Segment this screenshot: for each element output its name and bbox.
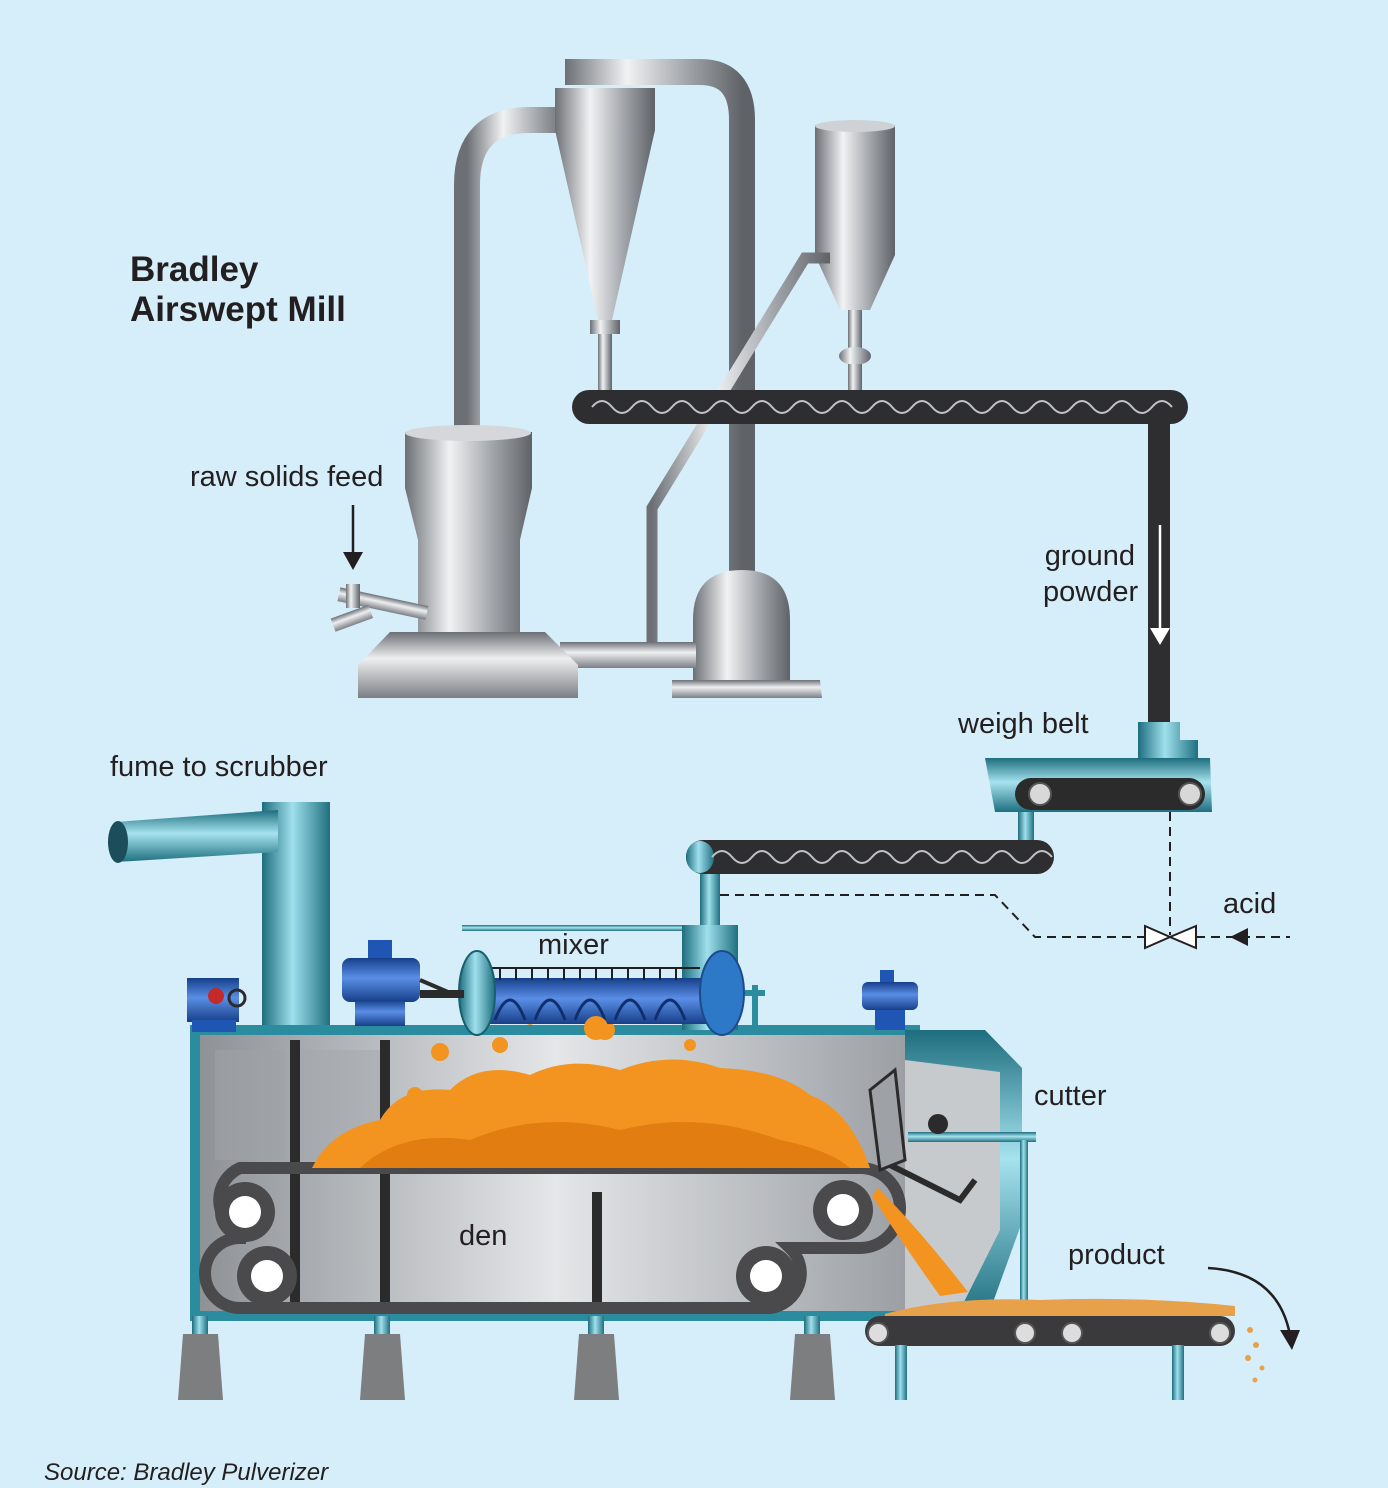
exhaust-fan xyxy=(672,570,822,698)
weigh-belt xyxy=(985,722,1212,844)
raw-feed-arrowhead xyxy=(343,552,363,570)
ground-powder-arrowhead xyxy=(1150,628,1170,645)
top-screw-conveyor xyxy=(572,390,1188,424)
label-den: den xyxy=(459,1220,508,1252)
cutter-assembly xyxy=(868,1067,1036,1330)
base-connecting-pipe xyxy=(560,642,696,668)
label-ground-powder: ground powder xyxy=(1043,538,1139,611)
title-line-2: Airswept Mill xyxy=(130,290,346,330)
additive-hopper xyxy=(815,120,895,392)
den-product-pile xyxy=(312,1015,870,1168)
mixer-drive-motor xyxy=(342,940,464,1026)
label-ground-powder-line-1: ground xyxy=(1044,540,1135,572)
recycle-pipe xyxy=(646,252,830,650)
label-product: product xyxy=(1068,1239,1165,1271)
label-fume-to-scrubber: fume to scrubber xyxy=(110,751,328,783)
label-weigh-belt: weigh belt xyxy=(958,708,1089,740)
label-mixer: mixer xyxy=(538,929,609,961)
acid-line xyxy=(720,812,1290,946)
product-out-arrow xyxy=(1207,1266,1292,1336)
lower-screw-conveyor xyxy=(686,840,1054,934)
airswept-mill xyxy=(330,425,578,698)
fume-stack xyxy=(108,802,330,1034)
label-raw-solids-feed: raw solids feed xyxy=(190,461,384,493)
product-conveyor xyxy=(865,1298,1265,1400)
gearbox xyxy=(187,978,247,1032)
label-ground-powder-line-2: powder xyxy=(1043,576,1139,609)
source-credit: Source: Bradley Pulverizer xyxy=(44,1459,329,1486)
title-line-1: Bradley xyxy=(130,250,259,289)
mixer xyxy=(458,925,765,1040)
mill-to-cyclone-duct xyxy=(454,107,570,440)
den-drive-motor xyxy=(862,970,918,1030)
product-out-arrowhead xyxy=(1280,1330,1300,1350)
acid-valve xyxy=(1144,924,1197,950)
cyclone-to-fan-pipe xyxy=(565,59,755,590)
cyclone-separator xyxy=(555,88,655,392)
cutter-discharge-stream xyxy=(872,1188,968,1296)
den-legs xyxy=(178,1316,835,1400)
label-cutter: cutter xyxy=(1034,1080,1107,1112)
label-acid: acid xyxy=(1223,888,1277,920)
diagram-title: Bradley Airswept Mill xyxy=(130,250,346,331)
